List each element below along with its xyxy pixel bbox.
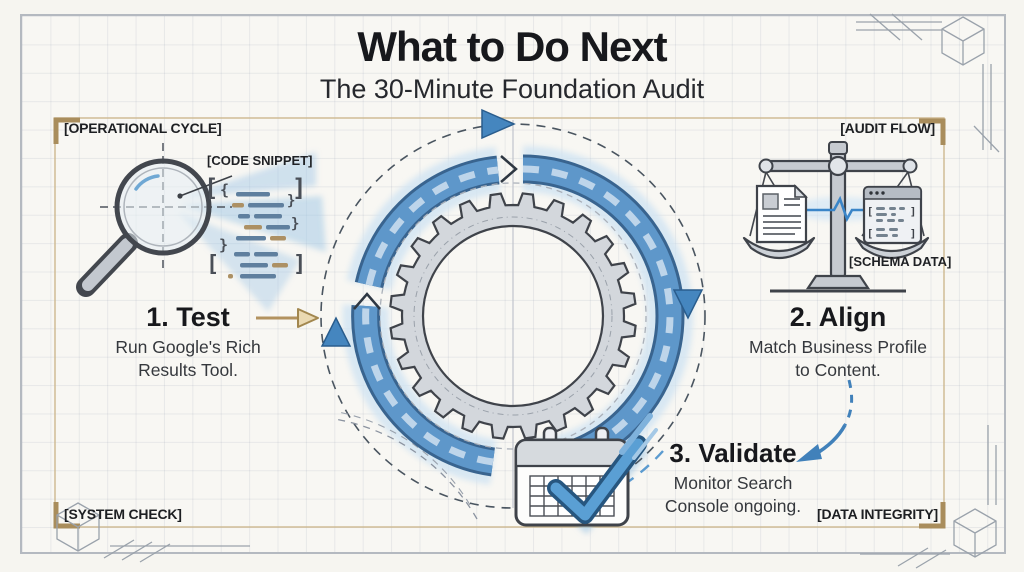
title-block: What to Do Next The 30-Minute Foundation… [0, 23, 1024, 105]
scale-pan-right [854, 236, 930, 259]
check-speedline [619, 413, 653, 455]
lens-beam [180, 196, 326, 252]
magnifier-icon [76, 143, 233, 297]
scale-pan-left [742, 236, 816, 259]
cube-ornament-bottom-left [56, 502, 250, 563]
page-title: What to Do Next [357, 23, 667, 70]
schema-data-callout: [SCHEMA DATA] [849, 254, 952, 269]
calendar-check-icon [514, 413, 658, 527]
band-chevron [353, 292, 381, 310]
step-1-line1: Run Google's Rich [115, 337, 261, 357]
page-subtitle: The 30-Minute Foundation Audit [319, 74, 705, 104]
step-1-label: 1. Test [146, 302, 230, 332]
gear-construction-circle [413, 216, 613, 416]
lens-highlight [134, 174, 160, 191]
cycle-gear-icon [389, 192, 637, 440]
inner-dashed-circle [379, 182, 647, 450]
document-icon [755, 184, 808, 244]
schema-code-dashes [876, 207, 905, 237]
step-1-line2: Results Tool. [138, 360, 238, 380]
curved-arrow-icon [796, 379, 854, 462]
code-token: ] [292, 174, 307, 202]
step-3-validate: 3. Validate Monitor Search Console ongoi… [623, 438, 843, 518]
window-dot [869, 191, 873, 195]
schema-token: [ [867, 205, 874, 218]
corner-label-data-integrity: [DATA INTEGRITY] [817, 506, 938, 522]
code-token: } [287, 193, 296, 209]
step-2-line2: to Content. [795, 360, 881, 380]
magnifier-lens [114, 158, 212, 256]
code-dashes [228, 192, 290, 279]
scale-base [805, 274, 871, 290]
code-token: } [219, 236, 229, 254]
lens-beam [178, 212, 300, 312]
corner-label-operational-cycle: [OPERATIONAL CYCLE] [64, 120, 222, 136]
construction-arc [337, 411, 471, 506]
tan-corner-bracket [53, 117, 80, 144]
balance-scale-icon: [ ] [ ] [742, 141, 930, 293]
step-3-label: 3. Validate [669, 438, 797, 468]
step-2-line1: Match Business Profile [749, 337, 927, 357]
schema-token: ] [910, 205, 917, 218]
schema-token: ] [910, 227, 917, 240]
corner-label-audit-flow: [AUDIT FLOW] [840, 120, 935, 136]
code-snippet-callout: [CODE SNIPPET] [207, 153, 313, 168]
code-snippet-icon [228, 192, 290, 279]
tan-corner-bracket [53, 502, 80, 529]
tan-corner-bracket [919, 118, 946, 145]
scale-pivot [827, 155, 849, 177]
code-token: [ [206, 252, 220, 277]
code-token: } [291, 216, 300, 232]
window-dot [875, 191, 879, 195]
step-3-line2: Console ongoing. [664, 496, 802, 516]
calendar-header [514, 438, 630, 468]
construction-arc [334, 418, 478, 520]
cube-ornament-top-right [856, 13, 1000, 153]
corner-ornaments [56, 13, 1000, 569]
step-1-test: 1. Test Run Google's Rich Results Tool. [78, 302, 298, 382]
step-2-label: 2. Align [789, 302, 887, 332]
window-titlebar [863, 186, 922, 200]
step-3-line1: Monitor Search [673, 473, 793, 493]
scale-finial [828, 141, 848, 155]
callout-pointer-line [179, 175, 233, 197]
window-dot [881, 191, 885, 195]
code-token: { [220, 181, 230, 199]
schema-token: [ [867, 227, 874, 240]
check-icon [550, 438, 644, 521]
code-token: ] [293, 252, 307, 277]
pulse-line [800, 195, 882, 223]
step-2-align: 2. Align Match Business Profile to Conte… [728, 302, 948, 382]
tan-corner-bracket [919, 502, 946, 529]
schema-window-icon: [ ] [ ] [862, 185, 923, 245]
code-token: [ [204, 174, 219, 202]
arrow-right-icon [256, 308, 319, 328]
cycle-arrowhead-left [320, 316, 352, 347]
lens-beam [180, 152, 316, 198]
check-speedline [632, 428, 658, 460]
cycle-arrowhead-right [672, 289, 704, 320]
cube-ornament-bottom-right [860, 425, 997, 569]
corner-label-system-check: [SYSTEM CHECK] [64, 506, 182, 522]
band-chevron [500, 155, 518, 183]
cycle-arrowhead-top [481, 108, 516, 140]
